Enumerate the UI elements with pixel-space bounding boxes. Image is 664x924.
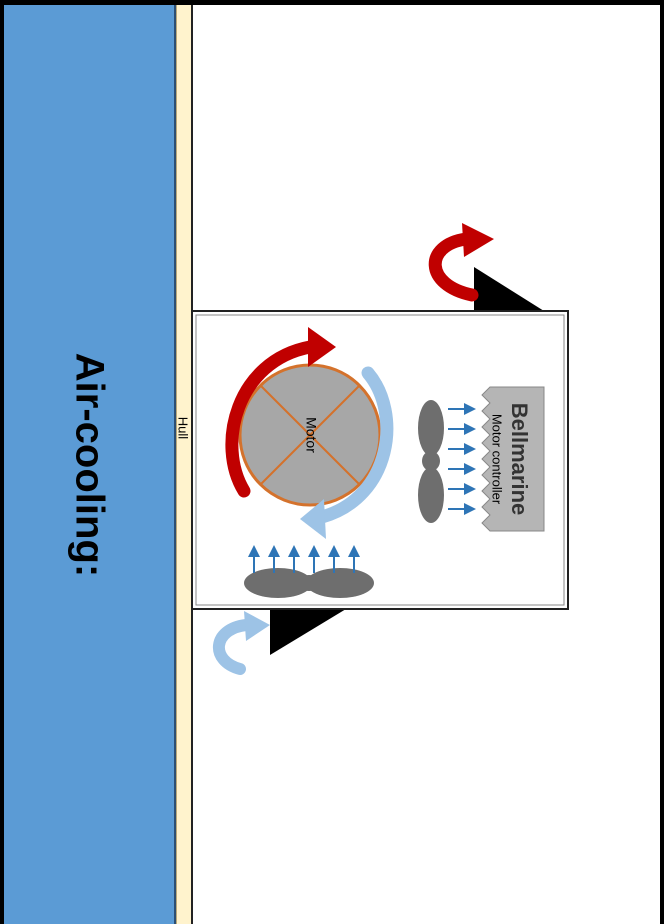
enclosure-inner-border — [195, 314, 565, 606]
motor-controller: Bellmarine Motor controller — [481, 386, 545, 532]
lower-airflow-arrows — [248, 545, 360, 573]
cool-air-in-arrow — [213, 611, 270, 675]
upper-fan — [418, 400, 444, 523]
lower-wedge — [270, 609, 346, 655]
diagram-frame: Air-cooling: Hull Motor — [4, 5, 660, 924]
upper-wedge — [474, 267, 544, 311]
motor: Motor — [238, 363, 382, 507]
cooling-diagram: Motor — [191, 223, 569, 675]
controller-brand: Bellmarine — [507, 403, 532, 516]
motor-cool-arrow — [300, 366, 394, 539]
hot-air-out-arrow — [428, 223, 494, 302]
motor-label: Motor — [303, 417, 319, 453]
lower-fan — [244, 568, 374, 598]
title-panel: Air-cooling: — [4, 5, 176, 924]
motor-hot-arrow — [225, 327, 336, 498]
controller-label: Motor controller — [490, 414, 505, 505]
controller-airflow-arrows — [448, 403, 476, 515]
